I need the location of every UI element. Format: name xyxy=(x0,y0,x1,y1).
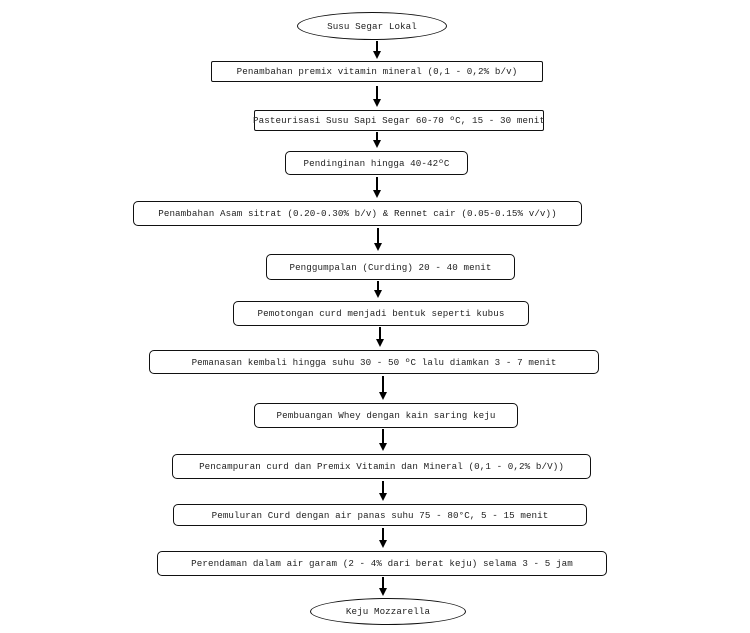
step-label: Pencampuran curd dan Premix Vitamin dan … xyxy=(199,461,564,472)
step-pencampuran: Pencampuran curd dan Premix Vitamin dan … xyxy=(172,454,591,479)
step-pendinginan: Pendinginan hingga 40-42ºC xyxy=(285,151,468,175)
step-label: Penggumpalan (Curding) 20 - 40 menit xyxy=(289,261,492,273)
step-asam-rennet: Penambahan Asam sitrat (0.20-0.30% b/v) … xyxy=(133,201,582,226)
step-penggumpalan: Penggumpalan (Curding) 20 - 40 menit xyxy=(266,254,515,280)
step-pemotongan: Pemotongan curd menjadi bentuk seperti k… xyxy=(233,301,529,326)
start-node: Susu Segar Lokal xyxy=(297,12,447,40)
step-label: Pemuluran Curd dengan air panas suhu 75 … xyxy=(211,509,549,521)
arrow-head xyxy=(374,243,382,251)
step-premix: Penambahan premix vitamin mineral (0,1 -… xyxy=(211,61,543,82)
step-label: Pemanasan kembali hingga suhu 30 - 50 ºC… xyxy=(191,356,557,368)
arrow-head xyxy=(373,51,381,59)
step-label: Pembuangan Whey dengan kain saring keju xyxy=(276,410,496,421)
step-pasteurisasi: Pasteurisasi Susu Sapi Segar 60-70 ºC, 1… xyxy=(253,110,545,131)
step-pemuluran: Pemuluran Curd dengan air panas suhu 75 … xyxy=(173,504,587,526)
step-label: Pendinginan hingga 40-42ºC xyxy=(303,157,450,169)
step-label: Penambahan Asam sitrat (0.20-0.30% b/v) … xyxy=(158,208,557,219)
step-label: Pasteurisasi Susu Sapi Segar 60-70 ºC, 1… xyxy=(253,115,545,126)
end-node: Keju Mozzarella xyxy=(310,598,466,625)
arrow-head xyxy=(373,140,381,148)
end-label: Keju Mozzarella xyxy=(345,606,431,617)
arrow-head xyxy=(379,392,387,400)
step-pembuangan-whey: Pembuangan Whey dengan kain saring keju xyxy=(254,403,518,428)
arrow-head xyxy=(374,290,382,298)
step-label: Penambahan premix vitamin mineral (0,1 -… xyxy=(236,66,518,77)
arrow-head xyxy=(373,190,381,198)
step-label: Perendaman dalam air garam (2 - 4% dari … xyxy=(191,558,573,569)
step-pemanasan: Pemanasan kembali hingga suhu 30 - 50 ºC… xyxy=(149,350,599,374)
arrow-head xyxy=(376,339,384,347)
arrow-head xyxy=(379,540,387,548)
start-label: Susu Segar Lokal xyxy=(327,20,417,32)
arrow-head xyxy=(379,443,387,451)
step-label: Pemotongan curd menjadi bentuk seperti k… xyxy=(257,308,505,319)
arrow-head xyxy=(379,588,387,596)
arrow-head xyxy=(373,99,381,107)
step-perendaman: Perendaman dalam air garam (2 - 4% dari … xyxy=(157,551,607,576)
arrow-head xyxy=(379,493,387,501)
